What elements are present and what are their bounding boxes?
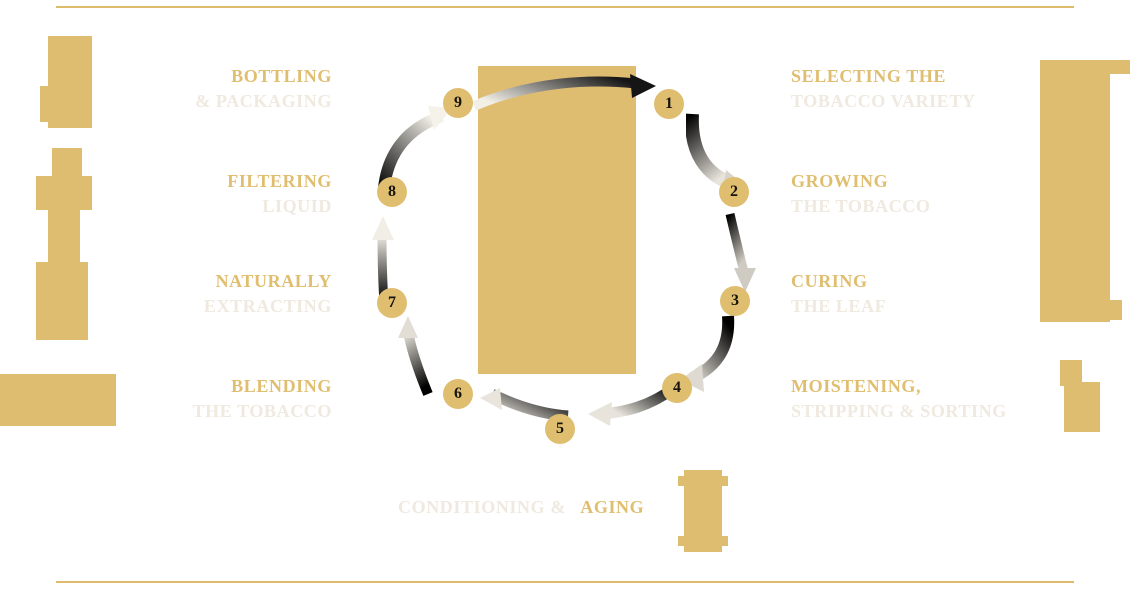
top-divider-rule (56, 6, 1074, 8)
step-label-8-line2: LIQUID (262, 196, 332, 216)
step-label-4-line1: MOISTENING, (791, 376, 922, 396)
step-label-2: GROWING THE TOBACCO (791, 169, 930, 219)
step-label-3: CURING THE LEAF (791, 269, 886, 319)
step-label-4: MOISTENING, STRIPPING & SORTING (791, 374, 1007, 424)
connector-arrow-9-to-1 (472, 74, 656, 111)
step-label-7-line1: NATURALLY (215, 271, 332, 291)
step-label-8: FILTERING LIQUID (0, 169, 332, 219)
step-label-2-line1: GROWING (791, 171, 889, 191)
step-badge-8[interactable]: 8 (377, 177, 407, 207)
connector-arrow-2-to-3 (725, 212, 756, 292)
step-label-5-line1: CONDITIONING & (398, 497, 566, 517)
step-badge-5[interactable]: 5 (545, 414, 575, 444)
step-label-6-line2: THE TOBACCO (192, 401, 332, 421)
step-label-2-line2: THE TOBACCO (791, 196, 931, 216)
step-label-9-line2: & PACKAGING (195, 91, 332, 111)
step-label-4-line2: STRIPPING & SORTING (791, 401, 1007, 421)
step-label-6-line1: BLENDING (231, 376, 332, 396)
step-label-3-line1: CURING (791, 271, 868, 291)
step-label-5-line2: AGING (580, 497, 645, 517)
step-badge-7[interactable]: 7 (377, 288, 407, 318)
step-label-9: BOTTLING & PACKAGING (0, 64, 332, 114)
step-label-7-line2: EXTRACTING (203, 296, 332, 316)
step-label-3-line2: THE LEAF (791, 296, 887, 316)
step-label-7: NATURALLY EXTRACTING (0, 269, 332, 319)
step-badge-2[interactable]: 2 (719, 177, 749, 207)
step-badge-6[interactable]: 6 (443, 379, 473, 409)
step-badge-9[interactable]: 9 (443, 88, 473, 118)
step-label-1-line1: SELECTING THE (791, 66, 947, 86)
step-badge-1[interactable]: 1 (654, 89, 684, 119)
step-badge-3[interactable]: 3 (720, 286, 750, 316)
step-label-1-line2: TOBACCO VARIETY (791, 91, 976, 111)
connector-arrow-3-to-4 (680, 315, 735, 392)
bottom-divider-rule (56, 581, 1074, 583)
step-label-5: CONDITIONING & AGING (398, 497, 644, 518)
decor-field-block-icon (0, 374, 116, 426)
step-badge-4[interactable]: 4 (662, 373, 692, 403)
step-label-9-line1: BOTTLING (231, 66, 332, 86)
step-label-6: BLENDING THE TOBACCO (0, 374, 332, 424)
connector-arrow-6-to-7 (398, 316, 433, 396)
step-label-8-line1: FILTERING (227, 171, 332, 191)
step-label-1: SELECTING THE TOBACCO VARIETY (791, 64, 976, 114)
